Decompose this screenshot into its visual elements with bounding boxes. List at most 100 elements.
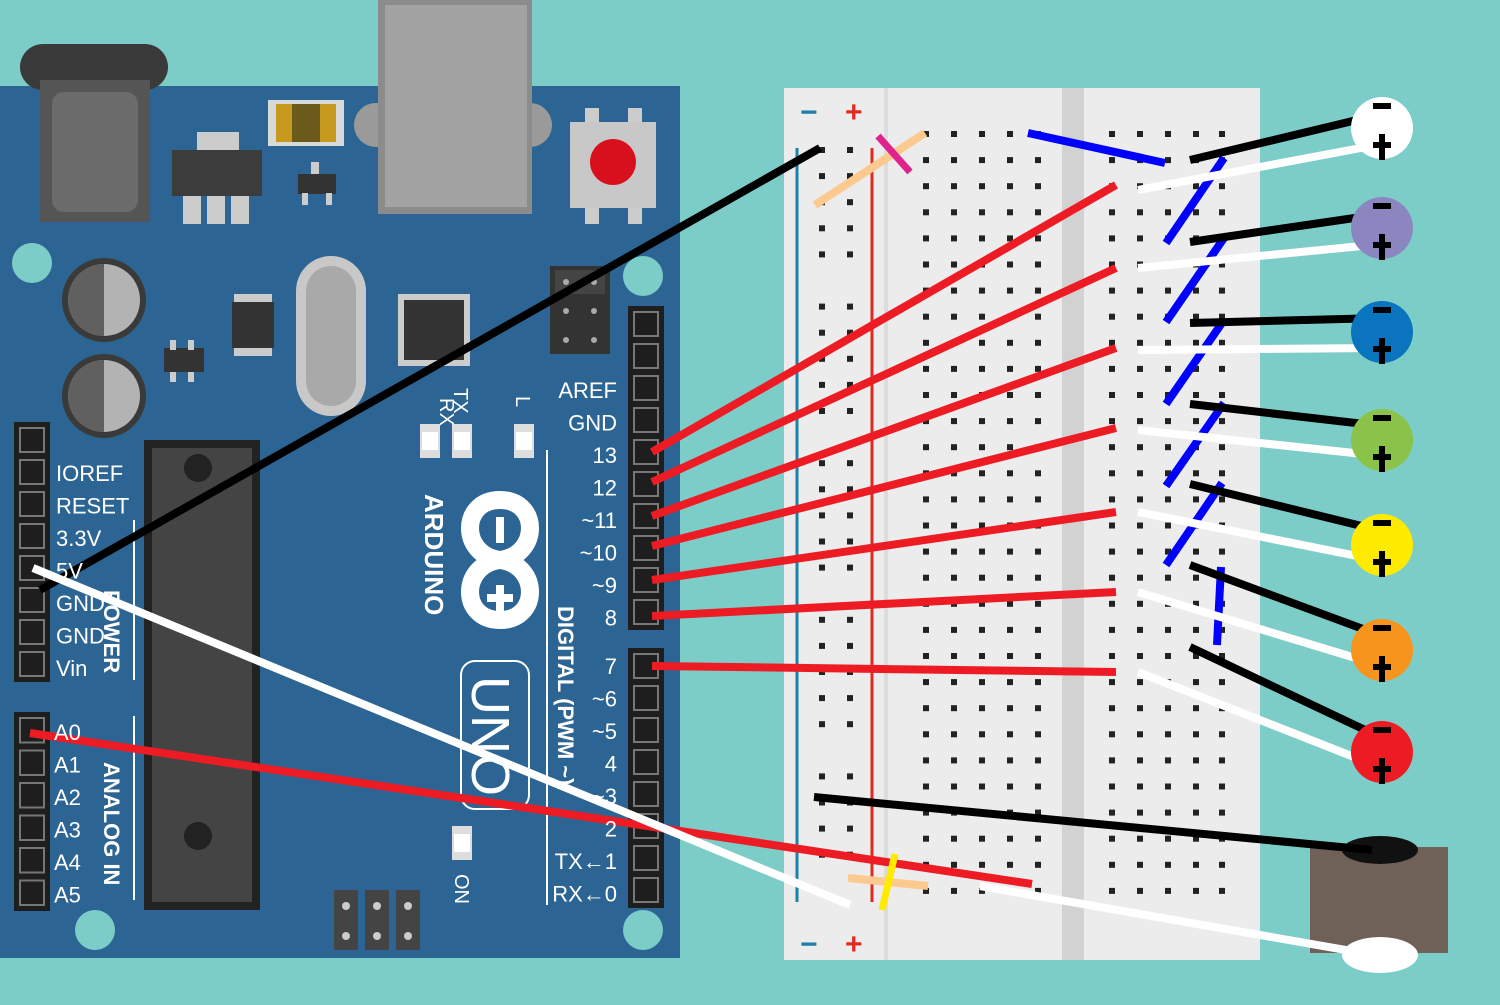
rail-hole[interactable] (819, 381, 825, 388)
breadboard-hole[interactable] (1109, 887, 1115, 894)
breadboard-hole[interactable] (951, 209, 957, 216)
breadboard-hole[interactable] (1035, 887, 1041, 894)
rail-hole[interactable] (847, 721, 853, 728)
rail-hole[interactable] (847, 408, 853, 414)
breadboard-hole[interactable] (1219, 757, 1225, 764)
breadboard-hole[interactable] (1109, 496, 1115, 503)
rail-hole[interactable] (819, 173, 825, 180)
breadboard-hole[interactable] (923, 809, 929, 816)
breadboard-hole[interactable] (923, 705, 929, 712)
header-socket[interactable] (19, 749, 45, 776)
rail-hole[interactable] (819, 225, 825, 232)
rail-hole[interactable] (847, 616, 853, 623)
breadboard-hole[interactable] (1007, 679, 1013, 686)
breadboard-hole[interactable] (1109, 679, 1115, 686)
breadboard-hole[interactable] (979, 157, 985, 164)
breadboard-hole[interactable] (1109, 861, 1115, 868)
breadboard-hole[interactable] (979, 600, 985, 607)
breadboard-hole[interactable] (1219, 313, 1225, 320)
breadboard-hole[interactable] (1109, 392, 1115, 398)
header-socket[interactable] (19, 459, 45, 485)
breadboard-hole[interactable] (923, 365, 929, 372)
header-socket[interactable] (633, 471, 659, 497)
breadboard-hole[interactable] (951, 131, 957, 137)
breadboard-hole[interactable] (1219, 444, 1225, 451)
breadboard-hole[interactable] (1165, 574, 1171, 581)
rail-hole[interactable] (819, 799, 825, 806)
breadboard-hole[interactable] (951, 418, 957, 425)
header-socket[interactable] (19, 491, 45, 517)
rail-hole[interactable] (819, 538, 825, 545)
breadboard-hole[interactable] (1109, 287, 1115, 294)
breadboard-hole[interactable] (923, 574, 929, 581)
breadboard-hole[interactable] (951, 235, 957, 242)
breadboard-hole[interactable] (1137, 679, 1143, 686)
breadboard-hole[interactable] (1165, 418, 1171, 425)
breadboard-hole[interactable] (1219, 861, 1225, 868)
breadboard-hole[interactable] (951, 183, 957, 190)
breadboard-hole[interactable] (1137, 809, 1143, 816)
breadboard-hole[interactable] (1193, 574, 1199, 581)
breadboard-hole[interactable] (923, 887, 929, 894)
breadboard-hole[interactable] (1165, 365, 1171, 372)
breadboard-hole[interactable] (1035, 209, 1041, 216)
breadboard-hole[interactable] (951, 157, 957, 164)
header-socket[interactable] (633, 685, 659, 711)
breadboard-hole[interactable] (1109, 235, 1115, 242)
breadboard-hole[interactable] (979, 548, 985, 555)
breadboard-hole[interactable] (979, 131, 985, 137)
header-socket[interactable] (19, 717, 45, 744)
breadboard-hole[interactable] (1109, 470, 1115, 477)
breadboard-hole[interactable] (1219, 653, 1225, 659)
breadboard-hole[interactable] (1137, 392, 1143, 398)
rail-hole[interactable] (819, 825, 825, 832)
breadboard-hole[interactable] (1007, 183, 1013, 190)
rail-hole[interactable] (847, 147, 853, 153)
breadboard-hole[interactable] (979, 522, 985, 529)
breadboard-hole[interactable] (1165, 705, 1171, 712)
breadboard-hole[interactable] (1137, 835, 1143, 842)
breadboard-hole[interactable] (1137, 522, 1143, 529)
breadboard-hole[interactable] (979, 313, 985, 320)
breadboard-hole[interactable] (979, 574, 985, 581)
breadboard-hole[interactable] (1137, 470, 1143, 477)
breadboard-hole[interactable] (951, 287, 957, 294)
breadboard-hole[interactable] (1137, 653, 1143, 659)
breadboard-hole[interactable] (1007, 731, 1013, 738)
breadboard-hole[interactable] (979, 835, 985, 842)
breadboard-hole[interactable] (979, 339, 985, 346)
breadboard-hole[interactable] (1035, 287, 1041, 294)
rail-hole[interactable] (819, 303, 825, 310)
breadboard-hole[interactable] (1137, 496, 1143, 503)
rail-hole[interactable] (819, 773, 825, 780)
breadboard-hole[interactable] (923, 444, 929, 451)
breadboard-hole[interactable] (1137, 548, 1143, 555)
breadboard-hole[interactable] (979, 679, 985, 686)
breadboard-hole[interactable] (951, 313, 957, 320)
breadboard-hole[interactable] (951, 261, 957, 268)
header-socket[interactable] (19, 427, 45, 453)
rail-hole[interactable] (847, 460, 853, 467)
breadboard-hole[interactable] (1165, 548, 1171, 555)
breadboard-hole[interactable] (1193, 679, 1199, 686)
breadboard-hole[interactable] (1137, 131, 1143, 137)
breadboard-hole[interactable] (951, 705, 957, 712)
header-socket[interactable] (19, 619, 45, 645)
breadboard-hole[interactable] (1035, 548, 1041, 555)
header-socket[interactable] (19, 651, 45, 677)
breadboard-hole[interactable] (1137, 287, 1143, 294)
breadboard-hole[interactable] (1165, 835, 1171, 842)
breadboard-hole[interactable] (1165, 287, 1171, 294)
breadboard-hole[interactable] (1193, 470, 1199, 477)
breadboard-hole[interactable] (1109, 444, 1115, 451)
breadboard-hole[interactable] (923, 235, 929, 242)
breadboard-hole[interactable] (1007, 835, 1013, 842)
breadboard-hole[interactable] (1193, 887, 1199, 894)
breadboard-hole[interactable] (1193, 835, 1199, 842)
breadboard-hole[interactable] (1219, 418, 1225, 425)
breadboard-hole[interactable] (1035, 496, 1041, 503)
breadboard-hole[interactable] (1109, 783, 1115, 790)
rail-hole[interactable] (819, 721, 825, 728)
breadboard-hole[interactable] (1007, 235, 1013, 242)
breadboard-hole[interactable] (1137, 574, 1143, 581)
